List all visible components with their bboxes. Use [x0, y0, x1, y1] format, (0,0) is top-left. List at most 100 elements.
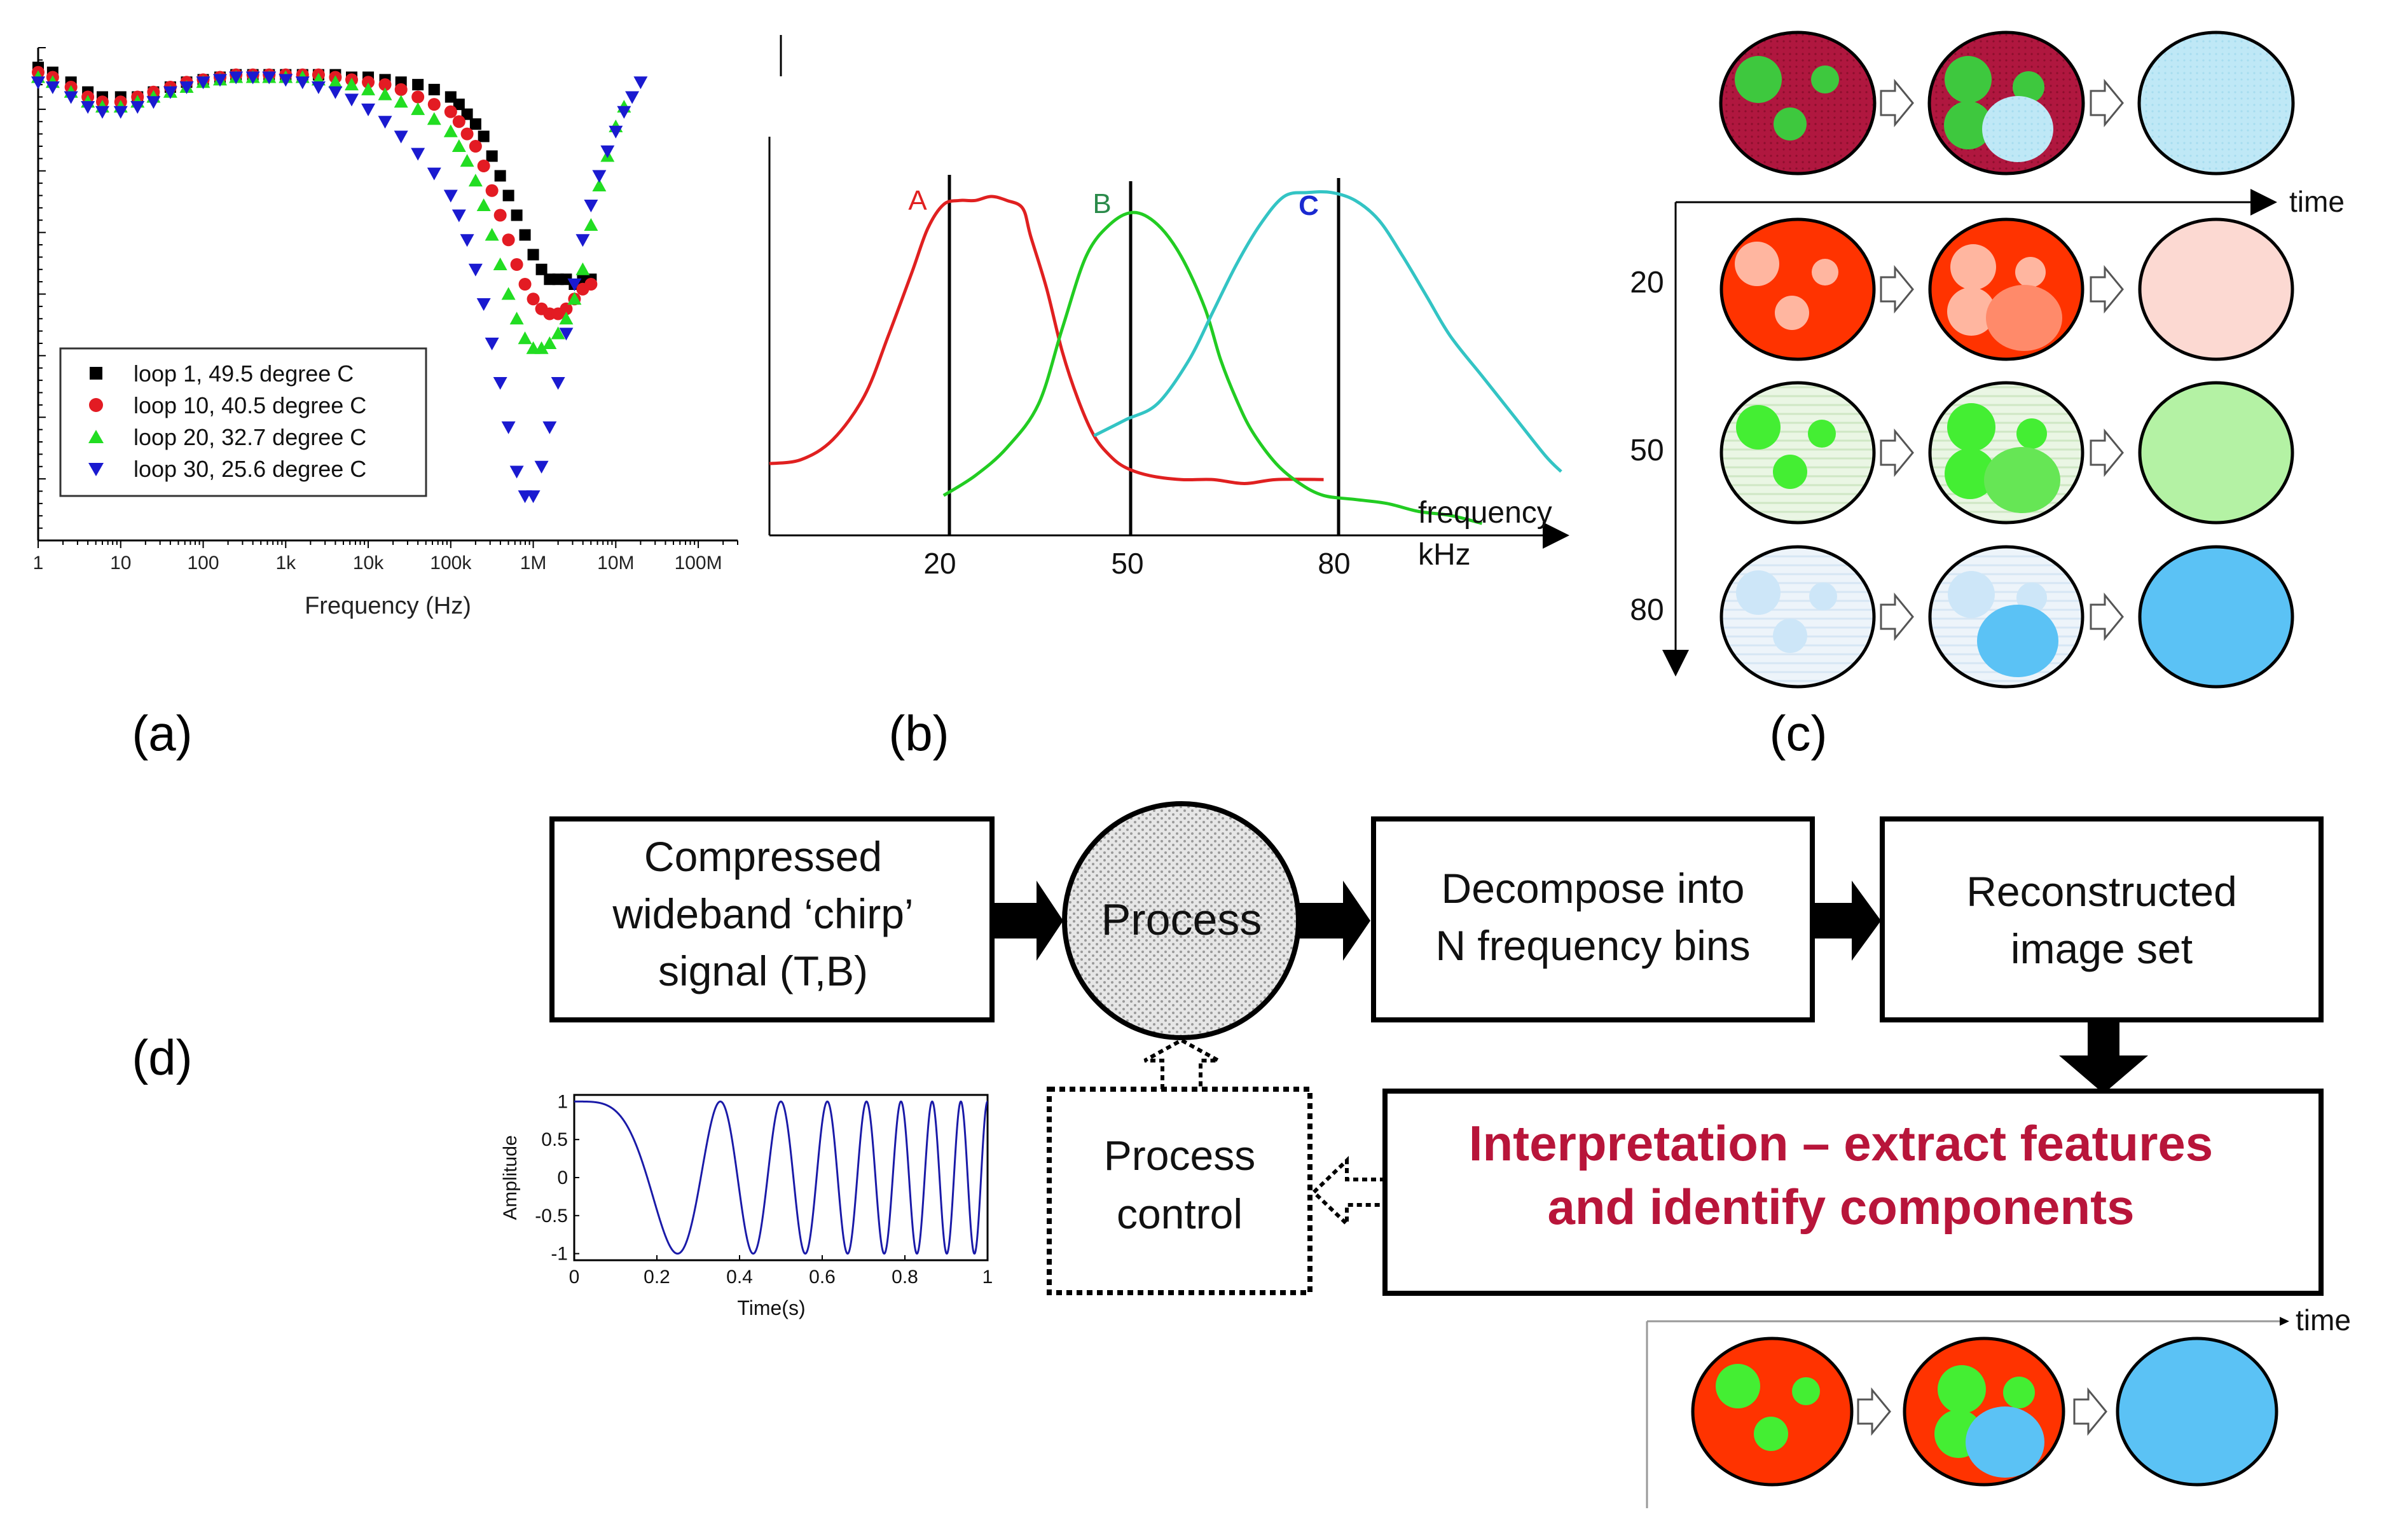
data-point-series-4	[328, 86, 343, 99]
blob	[1736, 405, 1781, 450]
bottom-image-row: time	[1646, 1303, 2351, 1508]
data-point-series-1	[486, 150, 498, 162]
data-point-series-2	[502, 233, 515, 247]
data-point-series-3	[518, 331, 532, 345]
chirp-y-tick-label: 0.5	[541, 1129, 568, 1150]
blob	[1938, 1365, 1986, 1413]
data-point-series-1	[469, 118, 481, 130]
chirp-x-tick-label: 0.4	[726, 1267, 753, 1288]
dotted-arrow-interpretation-to-control	[1311, 1155, 1385, 1229]
chirp-y-tick-label: 1	[557, 1091, 568, 1112]
data-point-series-3	[427, 112, 441, 125]
data-point-series-3	[443, 124, 458, 137]
chirp-x-tick-label: 0.8	[892, 1267, 918, 1288]
data-point-series-4	[584, 200, 598, 212]
interpretation-line-2: and identify components	[1547, 1179, 2134, 1235]
data-point-series-3	[468, 174, 483, 187]
data-point-series-4	[501, 421, 516, 434]
data-point-series-4	[559, 327, 574, 341]
compressed-chirp-signal-box	[549, 816, 995, 1022]
blob	[1977, 605, 2058, 677]
data-point-series-4	[130, 101, 145, 114]
blob	[1944, 101, 1992, 149]
data-point-series-2	[510, 258, 523, 271]
image-row-20	[1719, 217, 2294, 361]
data-point-series-2	[493, 209, 507, 222]
blob	[2016, 418, 2047, 449]
data-point-series-2	[378, 78, 392, 92]
data-point-series-3	[509, 312, 524, 325]
arrow-right-icon	[1880, 78, 1914, 128]
legend-marker-loop10	[89, 398, 103, 412]
data-point-series-2	[584, 278, 598, 291]
chirp-x-tick-label: 0.6	[809, 1267, 836, 1288]
data-point-series-1	[527, 249, 539, 261]
bottom-image-disc-3	[2116, 1337, 2278, 1487]
chirp-x-tick-label: 0.2	[644, 1267, 670, 1288]
data-point-series-1	[535, 263, 548, 275]
interpretation-line-1: Interpretation – extract features	[1469, 1115, 2213, 1171]
blob	[1773, 619, 1807, 653]
data-point-series-4	[361, 103, 376, 116]
decompose-box	[1371, 816, 1815, 1022]
image-disc-50-3	[2138, 381, 2294, 525]
data-point-series-3	[584, 218, 598, 231]
blob	[1948, 571, 1995, 618]
data-point-series-4	[617, 106, 631, 119]
legend-entry-loop30: loop 30, 25.6 degree C	[134, 456, 366, 482]
chirp-y-tick-label: 0	[557, 1167, 568, 1188]
chirp-y-axis-label: Amplitude	[500, 1135, 521, 1220]
blob	[1774, 107, 1807, 141]
data-point-series-3	[328, 75, 343, 88]
arrow-right-icon	[1880, 592, 1914, 642]
data-point-series-4	[460, 234, 474, 247]
x-tick-label: 10k	[353, 553, 384, 574]
image-disc-80-3	[2138, 545, 2294, 689]
data-point-series-4	[493, 377, 507, 390]
data-point-series-4	[411, 148, 425, 161]
chirp-signal-line	[574, 1100, 988, 1255]
panel-b-tick-80: 80	[1318, 547, 1350, 580]
data-point-series-4	[633, 76, 648, 90]
x-tick-label: 10M	[597, 553, 634, 574]
image-disc-20-3	[2138, 217, 2294, 361]
data-point-series-4	[279, 74, 293, 87]
data-point-series-2	[469, 140, 482, 153]
panel-a-y-ticks	[38, 47, 46, 541]
data-point-series-1	[461, 108, 473, 120]
data-point-series-2	[452, 115, 465, 128]
x-tick-label: 100k	[430, 553, 472, 574]
data-point-series-4	[113, 106, 128, 119]
panel-label-b: (b)	[888, 705, 949, 761]
data-point-series-4	[451, 209, 466, 223]
image-row-80	[1719, 545, 2294, 689]
data-point-series-4	[575, 234, 590, 247]
data-point-series-3	[378, 87, 392, 100]
data-point-series-3	[345, 78, 359, 91]
data-point-series-4	[163, 86, 177, 99]
decompose-box-line-1: Decompose into	[1442, 865, 1745, 912]
panel-a-x-axis-label: Frequency (Hz)	[305, 593, 471, 619]
flow-diagram: Compressed wideband ‘chirp’ signal (T,B)…	[549, 801, 2324, 1296]
blob	[1809, 582, 1837, 610]
data-point-series-3	[575, 262, 590, 275]
data-point-series-4	[567, 278, 582, 291]
blob	[1754, 1417, 1788, 1451]
legend-marker-loop1	[90, 367, 102, 380]
data-point-series-4	[31, 76, 45, 90]
data-point-series-3	[361, 82, 376, 95]
data-point-series-4	[592, 170, 607, 183]
data-point-series-4	[146, 96, 161, 109]
data-point-series-3	[559, 312, 574, 325]
chirp-plot-frame	[573, 1094, 989, 1262]
data-point-series-2	[394, 83, 408, 96]
blob	[1966, 1406, 2044, 1478]
data-point-series-4	[443, 189, 458, 203]
data-point-series-2	[411, 90, 425, 104]
data-point-series-4	[542, 421, 557, 434]
data-point-series-4	[394, 130, 408, 144]
data-point-series-4	[509, 465, 524, 479]
compressed-chirp-box-line-2: wideband ‘chirp’	[612, 890, 913, 937]
panel-a-legend: loop 1, 49.5 degree C loop 10, 40.5 degr…	[59, 347, 427, 497]
